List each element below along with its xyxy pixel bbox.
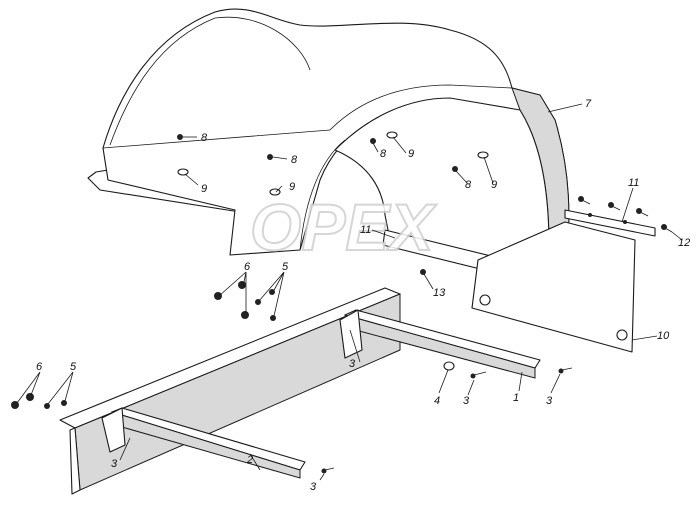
bolts-12 <box>578 196 673 233</box>
callout-9-a: 9 <box>201 183 207 195</box>
callout-7: 7 <box>585 98 592 110</box>
hardware <box>11 131 573 474</box>
callout-3-c: 3 <box>546 395 553 407</box>
callout-8-b: 8 <box>291 154 298 166</box>
callout-3-b: 3 <box>463 395 470 407</box>
callout-9-b: 9 <box>289 181 295 193</box>
mud-flap-panel <box>471 221 636 353</box>
callout-labels: 7 8 8 8 8 9 9 9 9 11 11 12 13 10 6 5 6 5… <box>36 98 690 493</box>
fender-ridge <box>102 16 331 149</box>
callout-5-a: 5 <box>282 261 289 273</box>
callout-11-b: 11 <box>628 177 639 189</box>
callout-9-d: 9 <box>491 179 497 191</box>
callout-6-b: 6 <box>36 361 43 373</box>
callout-10: 10 <box>657 330 670 342</box>
leader-lines <box>16 103 683 481</box>
callout-5-b: 5 <box>70 361 77 373</box>
callout-12: 12 <box>678 237 690 249</box>
mud-flap-hole-2 <box>616 329 628 341</box>
callout-4: 4 <box>434 395 440 407</box>
frame-rail-bottom <box>69 427 81 495</box>
bracket-2-foot <box>101 407 126 453</box>
frame-rail <box>59 287 401 495</box>
callout-2: 2 <box>246 454 253 466</box>
callout-3-d: 3 <box>111 458 118 470</box>
callout-3-e: 3 <box>310 481 317 493</box>
callout-8-a: 8 <box>201 132 208 144</box>
fender-inner-liner <box>334 97 550 286</box>
callout-8-d: 8 <box>465 179 472 191</box>
clamp-strip-hole-2 <box>623 220 627 224</box>
fender-top-edge <box>329 84 513 131</box>
callout-9-c: 9 <box>408 148 414 160</box>
callout-6-a: 6 <box>244 261 251 273</box>
bracket-2 <box>101 407 306 479</box>
clamp-strip <box>564 209 656 237</box>
callout-11-a: 11 <box>360 224 371 236</box>
clamp-strip-hole-1 <box>588 213 592 217</box>
mud-flap <box>471 221 636 353</box>
callout-8-c: 8 <box>380 148 387 160</box>
watermark: OPEX <box>250 190 437 264</box>
mud-flap-hole-1 <box>479 294 491 306</box>
callout-13: 13 <box>433 287 446 299</box>
callout-1: 1 <box>513 392 519 404</box>
fender-arch-edge <box>299 139 346 251</box>
callout-3-a: 3 <box>349 358 356 370</box>
